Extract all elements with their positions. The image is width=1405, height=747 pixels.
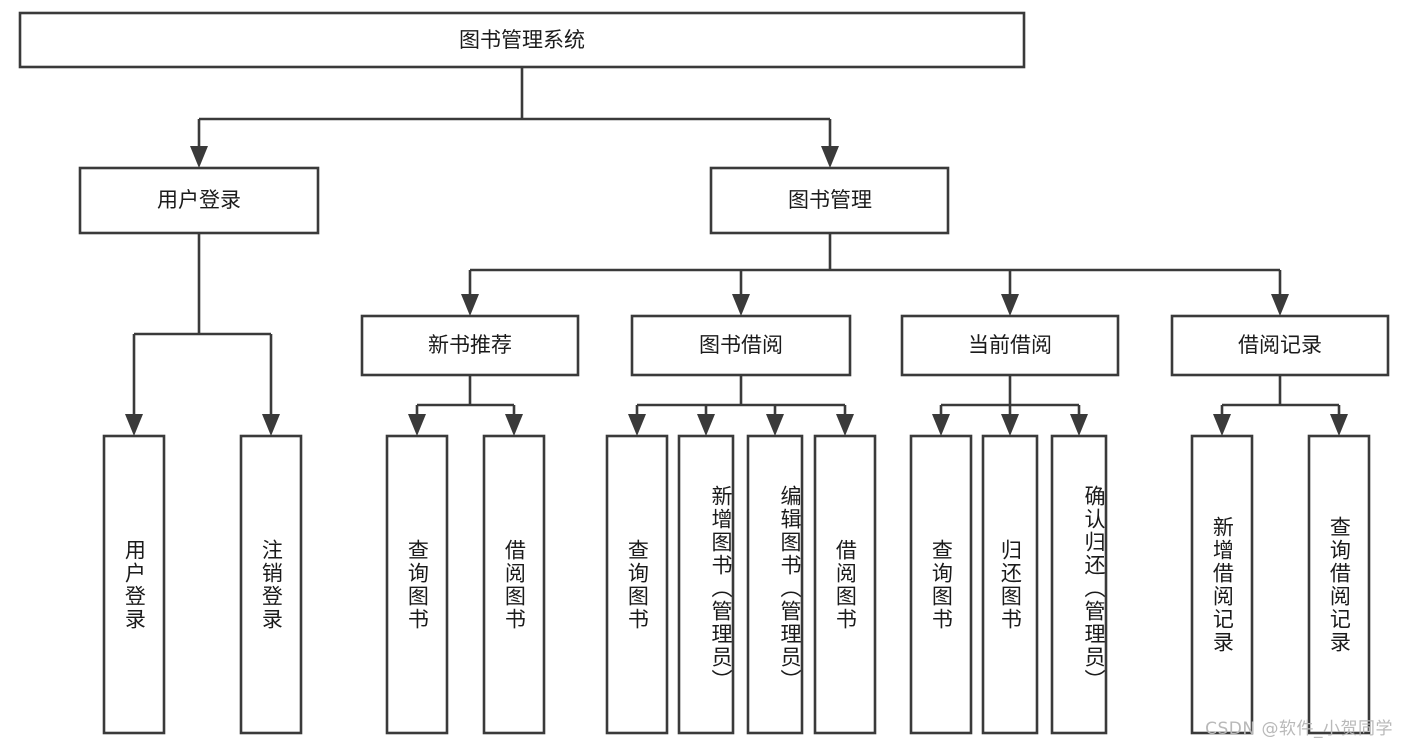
node-borrow-record-label: 借阅记录 (1238, 333, 1322, 357)
node-book-borrow[interactable]: 图书借阅 (630, 314, 852, 377)
csdn-watermark: CSDN @软件_小贺同学 (1205, 719, 1393, 739)
connector-bookborrow-to-leaves (628, 375, 854, 436)
connector-bookmgmt-to-level3 (461, 233, 1289, 316)
node-book-management[interactable]: 图书管理 (709, 166, 950, 235)
leaf-box-confirm-return[interactable] (1050, 434, 1108, 735)
leaf-box-edit-book-admin[interactable] (746, 434, 804, 735)
node-user-login-label: 用户登录 (157, 188, 241, 212)
node-root[interactable]: 图书管理系统 (18, 11, 1026, 69)
leaf-box-query-book-2[interactable] (605, 434, 669, 735)
connector-borrowrecord-to-leaves (1213, 375, 1348, 436)
node-user-login[interactable]: 用户登录 (78, 166, 320, 235)
leaf-box-borrow-book-1[interactable] (482, 434, 546, 735)
node-new-book-recommend-label: 新书推荐 (428, 333, 512, 357)
connector-currentborrow-to-leaves (932, 375, 1088, 436)
node-root-label: 图书管理系统 (459, 28, 585, 52)
leaf-box-user-login[interactable] (102, 434, 166, 735)
connector-userlogin-to-leaves (125, 233, 280, 436)
leaf-box-add-record[interactable] (1190, 434, 1254, 735)
node-current-borrow[interactable]: 当前借阅 (900, 314, 1120, 377)
node-book-borrow-label: 图书借阅 (699, 333, 783, 357)
node-current-borrow-label: 当前借阅 (968, 333, 1052, 357)
node-borrow-record[interactable]: 借阅记录 (1170, 314, 1390, 377)
leaf-box-query-record[interactable] (1307, 434, 1371, 735)
leaf-box-logout[interactable] (239, 434, 303, 735)
connector-root-to-level2 (190, 67, 839, 168)
leaf-box-return-book[interactable] (981, 434, 1039, 735)
leaf-box-query-book-3[interactable] (909, 434, 973, 735)
node-book-management-label: 图书管理 (788, 188, 872, 212)
node-new-book-recommend[interactable]: 新书推荐 (360, 314, 580, 377)
leaf-box-query-book-1[interactable] (385, 434, 449, 735)
connector-newbook-to-leaves (408, 375, 523, 436)
leaf-box-add-book-admin[interactable] (677, 434, 735, 735)
leaf-box-borrow-book-2[interactable] (813, 434, 877, 735)
